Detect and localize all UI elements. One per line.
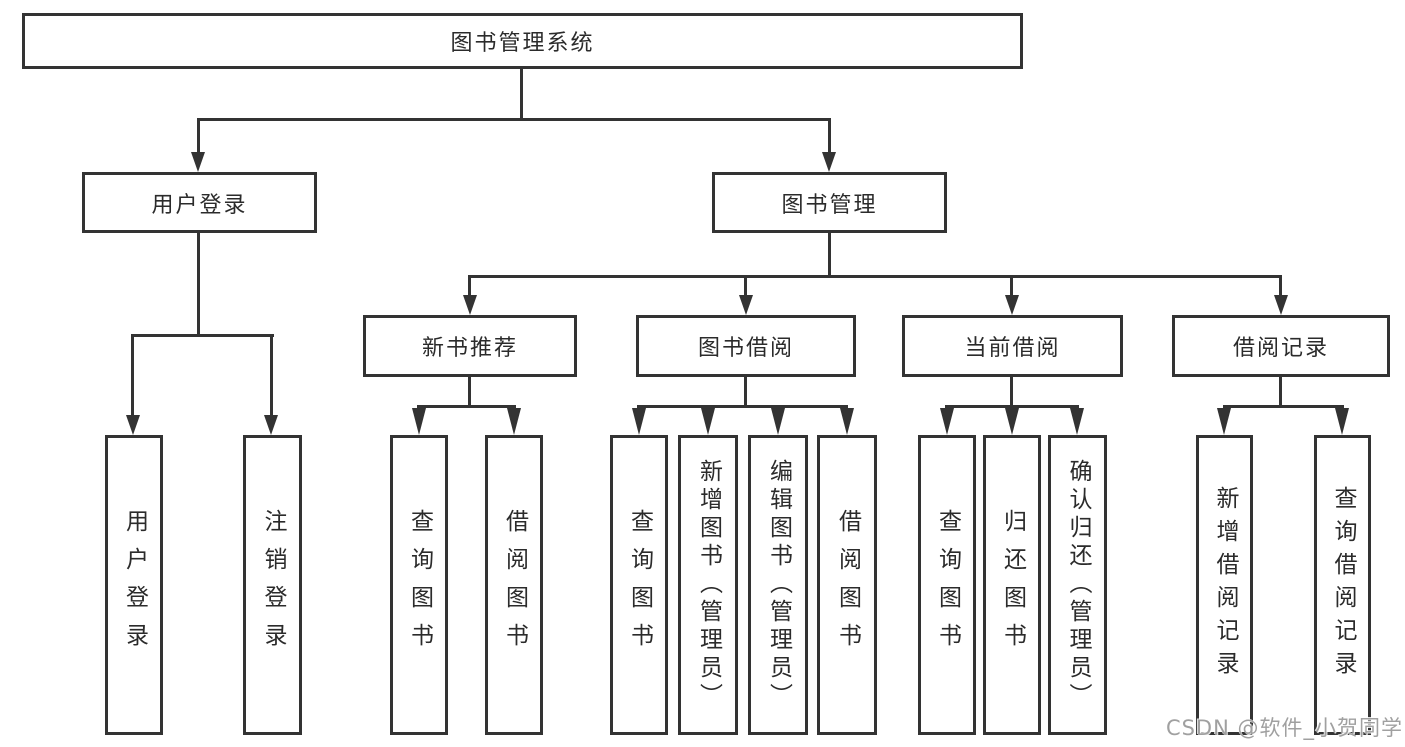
node-label: 借阅图书 [501,509,528,661]
connector-line [828,233,831,278]
arrow-down-icon [632,408,646,435]
connector-line [945,405,1079,408]
connector-line [1010,278,1013,296]
connector-line [197,233,200,337]
leaf-return-books: 归还图书 [983,435,1041,735]
node-library-system: 图书管理系统 [22,13,1023,69]
node-user-login: 用户登录 [82,172,317,233]
node-label: 归还图书 [999,509,1026,661]
connector-line [744,278,747,296]
node-label: 图书管理 [781,192,878,218]
arrow-down-icon [126,415,140,435]
connector-line [270,337,273,417]
node-borrowing-records: 借阅记录 [1172,315,1390,377]
node-label: 查询图书 [934,509,961,661]
leaf-borrow-books: 借阅图书 [817,435,877,735]
arrow-down-icon [771,408,785,435]
connector-line [197,118,831,121]
connector-line [417,405,516,408]
arrow-down-icon [463,295,477,315]
arrow-down-icon [412,408,426,435]
arrow-down-icon [1070,408,1084,435]
arrow-down-icon [1005,295,1019,315]
leaf-confirm-return-admin: 确认归还（管理员） [1048,435,1107,735]
connector-line [468,275,1282,278]
node-label: 借阅图书 [834,509,861,661]
node-label: 新书推荐 [421,336,518,361]
node-current-borrowing: 当前借阅 [902,315,1123,377]
connector-line [828,121,831,153]
node-new-book-recommendation: 新书推荐 [363,315,577,377]
connector-line [468,278,471,296]
arrow-down-icon [191,152,205,172]
node-label: 用户登录 [151,192,248,218]
node-label: 新增借阅记录 [1212,486,1238,684]
arrow-down-icon [507,408,521,435]
arrow-down-icon [1274,295,1288,315]
node-label: 查询借阅记录 [1330,486,1356,684]
leaf-logout-login: 注销登录 [243,435,302,735]
connector-line [1279,278,1282,296]
connector-line [1279,377,1282,408]
connector-line [637,405,848,408]
node-label: 新增图书（管理员） [695,459,722,711]
arrow-down-icon [739,295,753,315]
arrow-down-icon [701,408,715,435]
arrow-down-icon [1335,408,1349,435]
arrow-down-icon [264,415,278,435]
arrow-down-icon [1005,408,1019,435]
node-label: 图书管理系统 [450,31,595,56]
leaf-edit-books-admin: 编辑图书（管理员） [748,435,808,735]
node-label: 编辑图书（管理员） [765,459,792,711]
node-label: 查询图书 [626,509,653,661]
node-label: 用户登录 [121,509,148,661]
node-book-management: 图书管理 [712,172,947,233]
leaf-query-books-current: 查询图书 [918,435,976,735]
node-label: 查询图书 [406,509,433,661]
connector-line [131,334,274,337]
connector-line [1010,377,1013,408]
arrow-down-icon [840,408,854,435]
connector-line [197,121,200,153]
connector-line [468,377,471,408]
leaf-add-books-admin: 新增图书（管理员） [678,435,738,735]
arrow-down-icon [940,408,954,435]
connector-line [744,377,747,408]
node-label: 图书借阅 [697,336,794,361]
leaf-query-books-borrow: 查询图书 [610,435,668,735]
node-label: 确认归还（管理员） [1065,459,1091,711]
node-label: 注销登录 [260,509,286,661]
watermark: CSDN @软件_小贺同学 [1165,716,1403,740]
arrow-down-icon [1217,408,1231,435]
connector-line [520,68,523,121]
node-label: 当前借阅 [964,336,1061,361]
leaf-borrow-books-recommend: 借阅图书 [485,435,543,735]
connector-line [1223,405,1344,408]
leaf-query-books-recommend: 查询图书 [390,435,448,735]
leaf-query-borrow-record: 查询借阅记录 [1314,435,1371,735]
node-label: 借阅记录 [1232,336,1329,361]
leaf-user-login: 用户登录 [105,435,163,735]
connector-line [131,337,134,417]
arrow-down-icon [822,152,836,172]
node-book-borrowing: 图书借阅 [636,315,856,377]
leaf-add-borrow-record: 新增借阅记录 [1196,435,1253,735]
